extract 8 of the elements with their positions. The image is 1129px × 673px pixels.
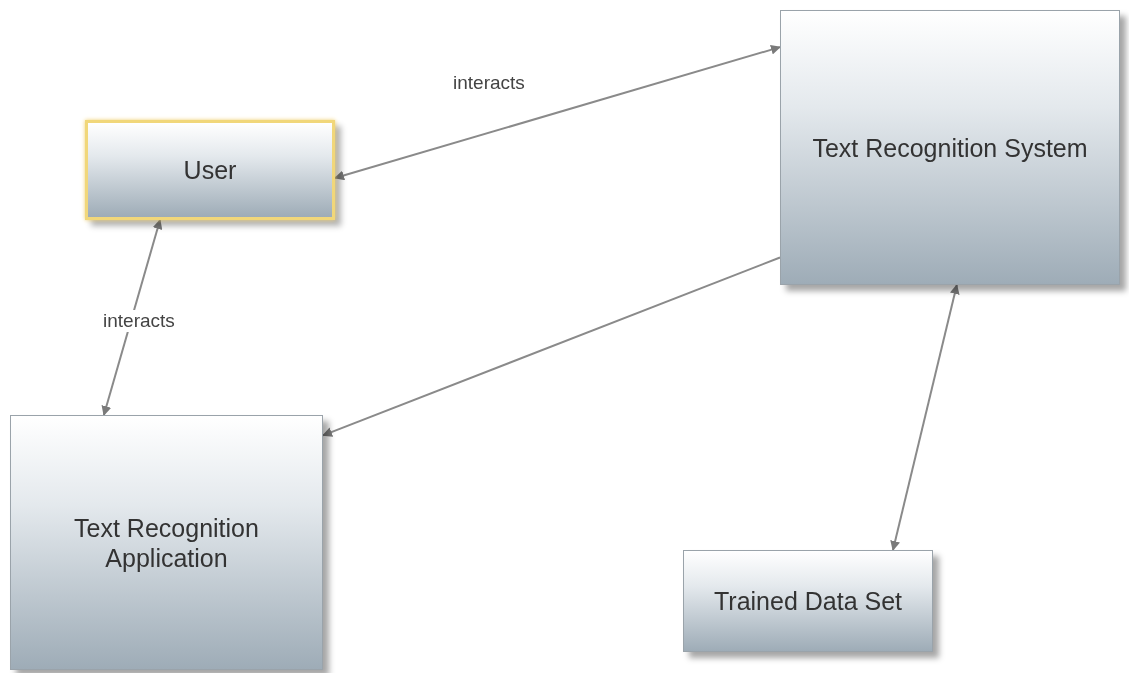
data-store-box: Trained Data Set [683,550,933,652]
arrow [322,256,781,437]
application-box: Text Recognition Application [10,415,323,670]
arrow [890,284,960,551]
system-box: Text Recognition System [780,10,1120,285]
arrow [101,219,163,416]
arrow [334,44,781,181]
actor-box: User [85,120,335,220]
